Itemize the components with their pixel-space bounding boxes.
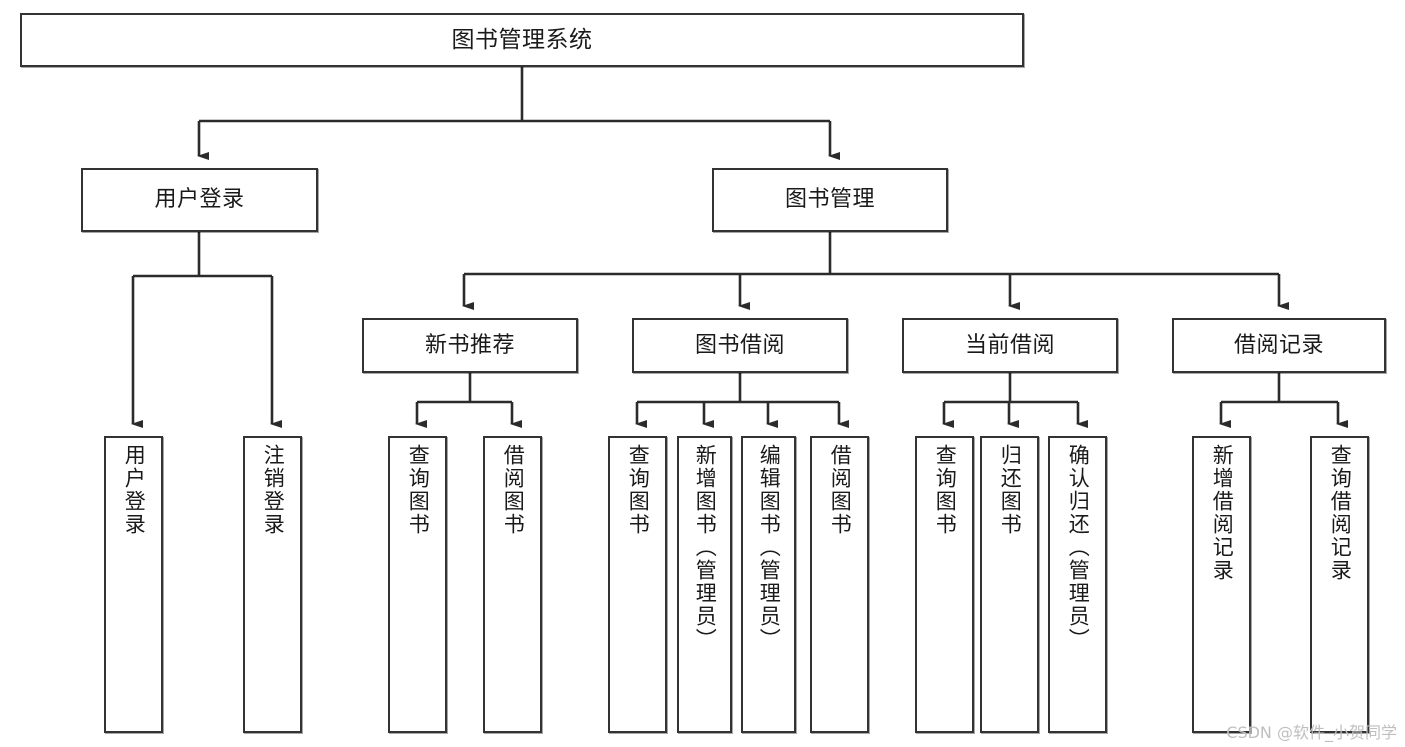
- leaf-logout[interactable]: 注销登录: [243, 436, 302, 733]
- leaf-add-record[interactable]: 新增借阅记录: [1192, 436, 1251, 733]
- leaf-edit-book[interactable]: 编辑图书（管理员）: [741, 436, 796, 733]
- leaf-return-book-label: 归还图书: [998, 444, 1023, 536]
- node-borrow-record[interactable]: 借阅记录: [1172, 318, 1386, 373]
- leaf-borrow-book-1-label: 借阅图书: [501, 444, 526, 536]
- node-book-borrow-label: 图书借阅: [694, 332, 785, 358]
- leaf-confirm-return[interactable]: 确认归还（管理员）: [1048, 436, 1107, 733]
- node-user-login[interactable]: 用户登录: [81, 168, 318, 232]
- leaf-borrow-book-2-label: 借阅图书: [828, 444, 853, 536]
- leaf-query-book-2-label: 查询图书: [626, 444, 651, 536]
- leaf-return-book[interactable]: 归还图书: [980, 436, 1039, 733]
- leaf-query-book-1-label: 查询图书: [406, 444, 431, 536]
- node-root-label: 图书管理系统: [451, 26, 593, 53]
- leaf-query-book-3[interactable]: 查询图书: [915, 436, 974, 733]
- leaf-add-book[interactable]: 新增图书（管理员）: [677, 436, 732, 733]
- node-current-borrow-label: 当前借阅: [964, 332, 1055, 358]
- leaf-query-book-1[interactable]: 查询图书: [388, 436, 447, 733]
- leaf-logout-label: 注销登录: [261, 444, 286, 536]
- node-book-manage[interactable]: 图书管理: [712, 168, 948, 232]
- node-user-login-label: 用户登录: [154, 187, 245, 213]
- leaf-query-book-3-label: 查询图书: [933, 444, 958, 536]
- leaf-query-record[interactable]: 查询借阅记录: [1310, 436, 1369, 733]
- node-root[interactable]: 图书管理系统: [20, 13, 1024, 67]
- leaf-add-book-label: 新增图书（管理员）: [693, 444, 718, 651]
- leaf-borrow-book-2[interactable]: 借阅图书: [810, 436, 869, 733]
- leaf-borrow-book-1[interactable]: 借阅图书: [483, 436, 542, 733]
- leaf-confirm-return-label: 确认归还（管理员）: [1066, 444, 1091, 651]
- node-book-manage-label: 图书管理: [784, 187, 875, 213]
- node-borrow-record-label: 借阅记录: [1233, 332, 1324, 358]
- node-new-book-recommend[interactable]: 新书推荐: [362, 318, 578, 373]
- leaf-query-book-2[interactable]: 查询图书: [608, 436, 667, 733]
- leaf-add-record-label: 新增借阅记录: [1210, 444, 1235, 582]
- leaf-edit-book-label: 编辑图书（管理员）: [757, 444, 782, 651]
- node-current-borrow[interactable]: 当前借阅: [902, 318, 1118, 373]
- leaf-user-login[interactable]: 用户登录: [104, 436, 163, 733]
- csdn-watermark: CSDN @软件_小贺同学: [1226, 723, 1397, 742]
- node-book-borrow[interactable]: 图书借阅: [632, 318, 848, 373]
- leaf-query-record-label: 查询借阅记录: [1328, 444, 1353, 582]
- leaf-user-login-label: 用户登录: [122, 444, 147, 536]
- node-new-book-recommend-label: 新书推荐: [424, 332, 515, 358]
